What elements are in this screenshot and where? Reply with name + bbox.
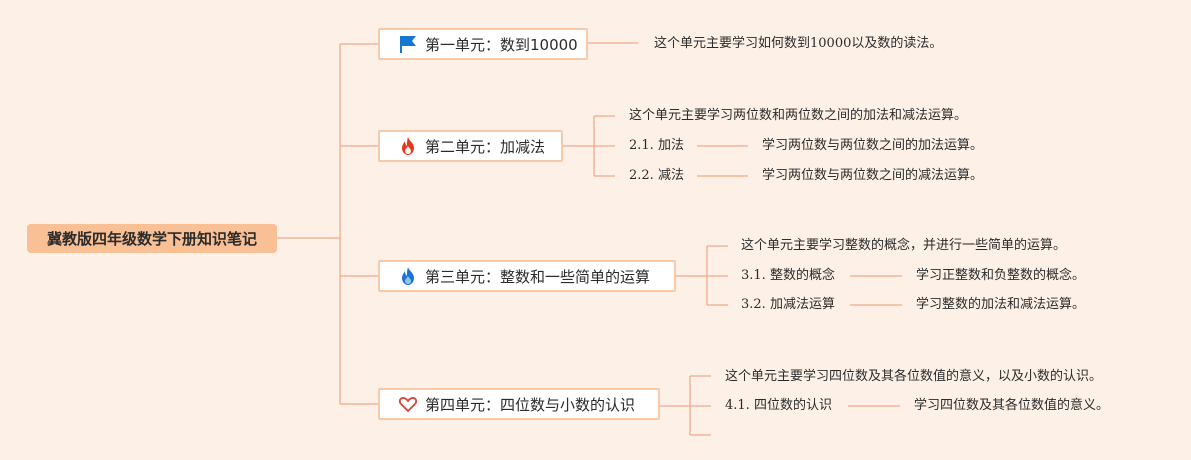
topic-desc-2-1: 学习两位数与两位数之间的加法运算。 [762,138,984,153]
unit-label-4: 第四单元：四位数与小数的认识 [425,395,636,414]
fire-icon [398,136,418,156]
topic-label-3-2[interactable]: 3.2. 加减法运算 [741,297,835,312]
root-title: 冀教版四年级数学下册知识笔记 [46,230,257,248]
unit-node-3[interactable]: 第三单元：整数和一些简单的运算 [378,260,676,292]
topic-desc-4-1: 学习四位数及其各位数值的意义。 [914,398,1110,413]
unit-node-4[interactable]: 第四单元：四位数与小数的认识 [378,388,660,420]
unit-label-3: 第三单元：整数和一些简单的运算 [425,267,651,286]
unit-node-2[interactable]: 第二单元：加减法 [378,130,563,162]
flame-blue-icon [398,266,418,286]
unit1-summary: 这个单元主要学习如何数到10000以及数的读法。 [654,36,943,51]
topic-desc-3-1: 学习正整数和负整数的概念。 [916,268,1086,283]
flag-icon [398,34,418,54]
unit2-summary: 这个单元主要学习两位数和两位数之间的加法和减法运算。 [629,108,968,123]
topic-label-2-2[interactable]: 2.2. 减法 [629,168,684,183]
root-node[interactable]: 冀教版四年级数学下册知识笔记 [27,224,277,253]
unit-node-1[interactable]: 第一单元：数到10000 [378,28,588,60]
heart-icon [398,394,418,414]
unit-label-1: 第一单元：数到10000 [425,35,578,54]
unit3-summary: 这个单元主要学习整数的概念，并进行一些简单的运算。 [741,238,1067,253]
topic-label-4-1[interactable]: 4.1. 四位数的认识 [725,398,832,413]
topic-label-3-1[interactable]: 3.1. 整数的概念 [741,268,835,283]
topic-label-2-1[interactable]: 2.1. 加法 [629,138,684,153]
topic-desc-2-2: 学习两位数与两位数之间的减法运算。 [762,168,984,183]
unit4-summary: 这个单元主要学习四位数及其各位数值的意义，以及小数的认识。 [725,369,1103,384]
topic-desc-3-2: 学习整数的加法和减法运算。 [916,297,1086,312]
unit-label-2: 第二单元：加减法 [425,137,546,156]
